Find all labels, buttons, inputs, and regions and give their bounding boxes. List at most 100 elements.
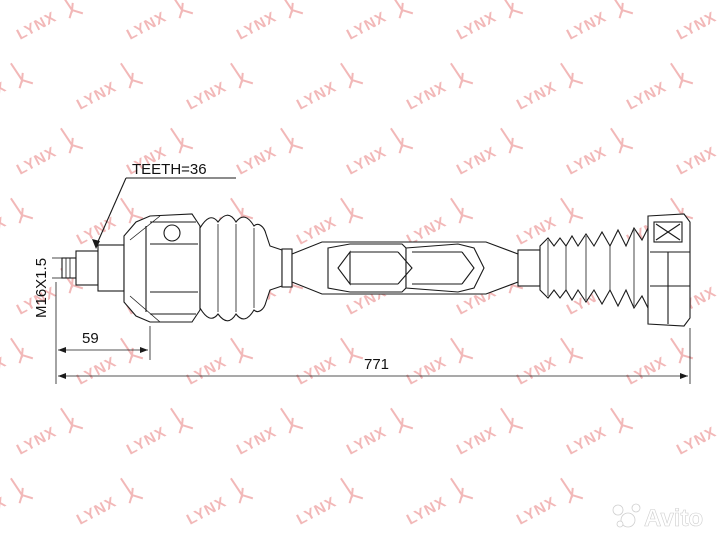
lynx-watermark: LYNX — [514, 62, 584, 114]
lynx-watermark-text: LYNX — [344, 9, 390, 44]
lynx-cross-icon — [120, 62, 144, 89]
lynx-cross-icon — [280, 407, 304, 434]
avito-label: Avito — [644, 505, 703, 532]
lynx-watermark-text: LYNX — [674, 424, 720, 459]
lynx-cross-icon — [120, 197, 144, 224]
outer-cv-joint — [123, 213, 201, 323]
lynx-watermark: LYNX — [184, 62, 254, 114]
lynx-cross-icon — [60, 127, 84, 154]
lynx-cross-icon — [610, 127, 634, 154]
lynx-watermark-text: LYNX — [184, 354, 230, 389]
inner-cv-joint — [647, 213, 691, 327]
short-dimension — [55, 282, 151, 360]
lynx-watermark: LYNX — [0, 197, 34, 249]
lynx-watermark-text: LYNX — [294, 494, 340, 529]
lynx-watermark: LYNX — [514, 477, 584, 529]
lynx-cross-icon — [60, 0, 84, 19]
lynx-watermark-text: LYNX — [184, 79, 230, 114]
lynx-watermark-text: LYNX — [404, 494, 450, 529]
lynx-watermark-text: LYNX — [0, 494, 10, 529]
lynx-cross-icon — [340, 197, 364, 224]
lynx-watermark: LYNX — [74, 477, 144, 529]
lynx-watermark: LYNX — [234, 127, 304, 179]
lynx-watermark-text: LYNX — [14, 9, 60, 44]
lynx-watermark-text: LYNX — [404, 354, 450, 389]
lynx-watermark: LYNX — [564, 0, 634, 44]
lynx-watermark: LYNX — [124, 0, 194, 44]
lynx-cross-icon — [10, 197, 34, 224]
lynx-watermark-text: LYNX — [624, 79, 670, 114]
lynx-watermark: LYNX — [454, 127, 524, 179]
lynx-watermark-text: LYNX — [344, 424, 390, 459]
lynx-cross-icon — [340, 337, 364, 364]
avito-logo: Avito — [612, 503, 703, 532]
lynx-watermark: LYNX — [674, 424, 720, 459]
lynx-watermark-text: LYNX — [74, 354, 120, 389]
lynx-watermark-text: LYNX — [454, 144, 500, 179]
lynx-cross-icon — [670, 337, 694, 364]
lynx-cross-icon — [170, 0, 194, 19]
lynx-watermark-text: LYNX — [14, 144, 60, 179]
lynx-watermark-text: LYNX — [514, 354, 560, 389]
lynx-cross-icon — [610, 0, 634, 19]
lynx-cross-icon — [120, 337, 144, 364]
lynx-watermark: LYNX — [624, 337, 694, 389]
lynx-watermark: LYNX — [294, 477, 364, 529]
lynx-watermark-text: LYNX — [674, 9, 720, 44]
lynx-watermark: LYNX — [674, 9, 720, 44]
lynx-watermark-text: LYNX — [234, 144, 280, 179]
lynx-watermark: LYNX — [404, 62, 474, 114]
lynx-watermark-text: LYNX — [74, 494, 120, 529]
lynx-watermark: LYNX — [624, 62, 694, 114]
lynx-watermark: LYNX — [0, 477, 34, 529]
lynx-watermark: LYNX — [404, 477, 474, 529]
lynx-watermark-text: LYNX — [454, 9, 500, 44]
lynx-cross-icon — [450, 337, 474, 364]
lynx-watermark-text: LYNX — [74, 79, 120, 114]
lynx-cross-icon — [560, 337, 584, 364]
lynx-watermark-text: LYNX — [0, 354, 10, 389]
threaded-stub — [61, 244, 125, 292]
lynx-cross-icon — [670, 62, 694, 89]
lynx-cross-icon — [390, 127, 414, 154]
lynx-watermark: LYNX — [404, 337, 474, 389]
lynx-watermark-text: LYNX — [564, 144, 610, 179]
lynx-watermark-text: LYNX — [234, 9, 280, 44]
lynx-cross-icon — [450, 62, 474, 89]
lynx-cross-icon — [390, 407, 414, 434]
lynx-watermark: LYNX — [564, 127, 634, 179]
lynx-watermark-text: LYNX — [0, 214, 10, 249]
lynx-cross-icon — [10, 477, 34, 504]
lynx-watermark-text: LYNX — [674, 144, 720, 179]
lynx-watermark: LYNX — [184, 337, 254, 389]
lynx-watermark-text: LYNX — [184, 494, 230, 529]
lynx-watermark: LYNX — [14, 127, 84, 179]
teeth-label: TEETH=36 — [132, 161, 207, 178]
lynx-watermark-text: LYNX — [124, 424, 170, 459]
lynx-watermark: LYNX — [14, 0, 84, 44]
lynx-watermark-text: LYNX — [124, 9, 170, 44]
lynx-watermark: LYNX — [234, 0, 304, 44]
lynx-watermark: LYNX — [14, 407, 84, 459]
lynx-watermark-text: LYNX — [624, 354, 670, 389]
lynx-watermark: LYNX — [514, 337, 584, 389]
lynx-watermark: LYNX — [184, 477, 254, 529]
lynx-cross-icon — [280, 0, 304, 19]
lynx-watermark: LYNX — [234, 407, 304, 459]
lynx-cross-icon — [340, 62, 364, 89]
lynx-cross-icon — [170, 127, 194, 154]
lynx-watermark: LYNX — [294, 62, 364, 114]
avito-dots-icon — [612, 503, 641, 528]
lynx-watermark: LYNX — [294, 337, 364, 389]
lynx-watermark: LYNX — [74, 62, 144, 114]
lynx-cross-icon — [340, 477, 364, 504]
lynx-watermark: LYNX — [674, 144, 720, 179]
lynx-cross-icon — [230, 62, 254, 89]
lynx-watermark-text: LYNX — [514, 214, 560, 249]
lynx-watermark: LYNX — [344, 407, 414, 459]
lynx-watermark-text: LYNX — [0, 79, 10, 114]
lynx-watermark-text: LYNX — [514, 494, 560, 529]
lynx-cross-icon — [500, 407, 524, 434]
lynx-watermark-text: LYNX — [344, 144, 390, 179]
lynx-cross-icon — [390, 0, 414, 19]
